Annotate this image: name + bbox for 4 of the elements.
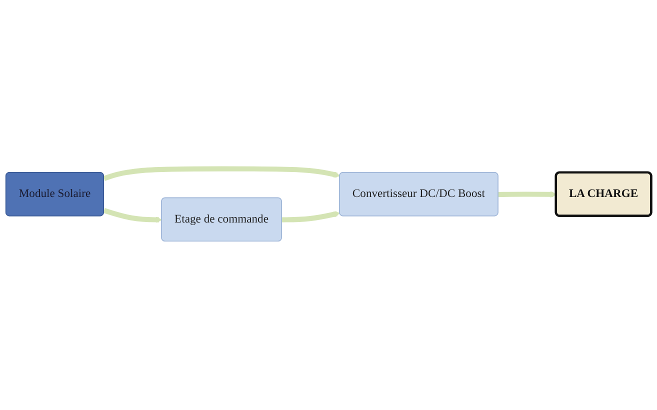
arrow xyxy=(498,191,557,198)
arrow xyxy=(103,208,162,223)
arrow xyxy=(282,211,340,222)
arrow xyxy=(103,166,340,181)
